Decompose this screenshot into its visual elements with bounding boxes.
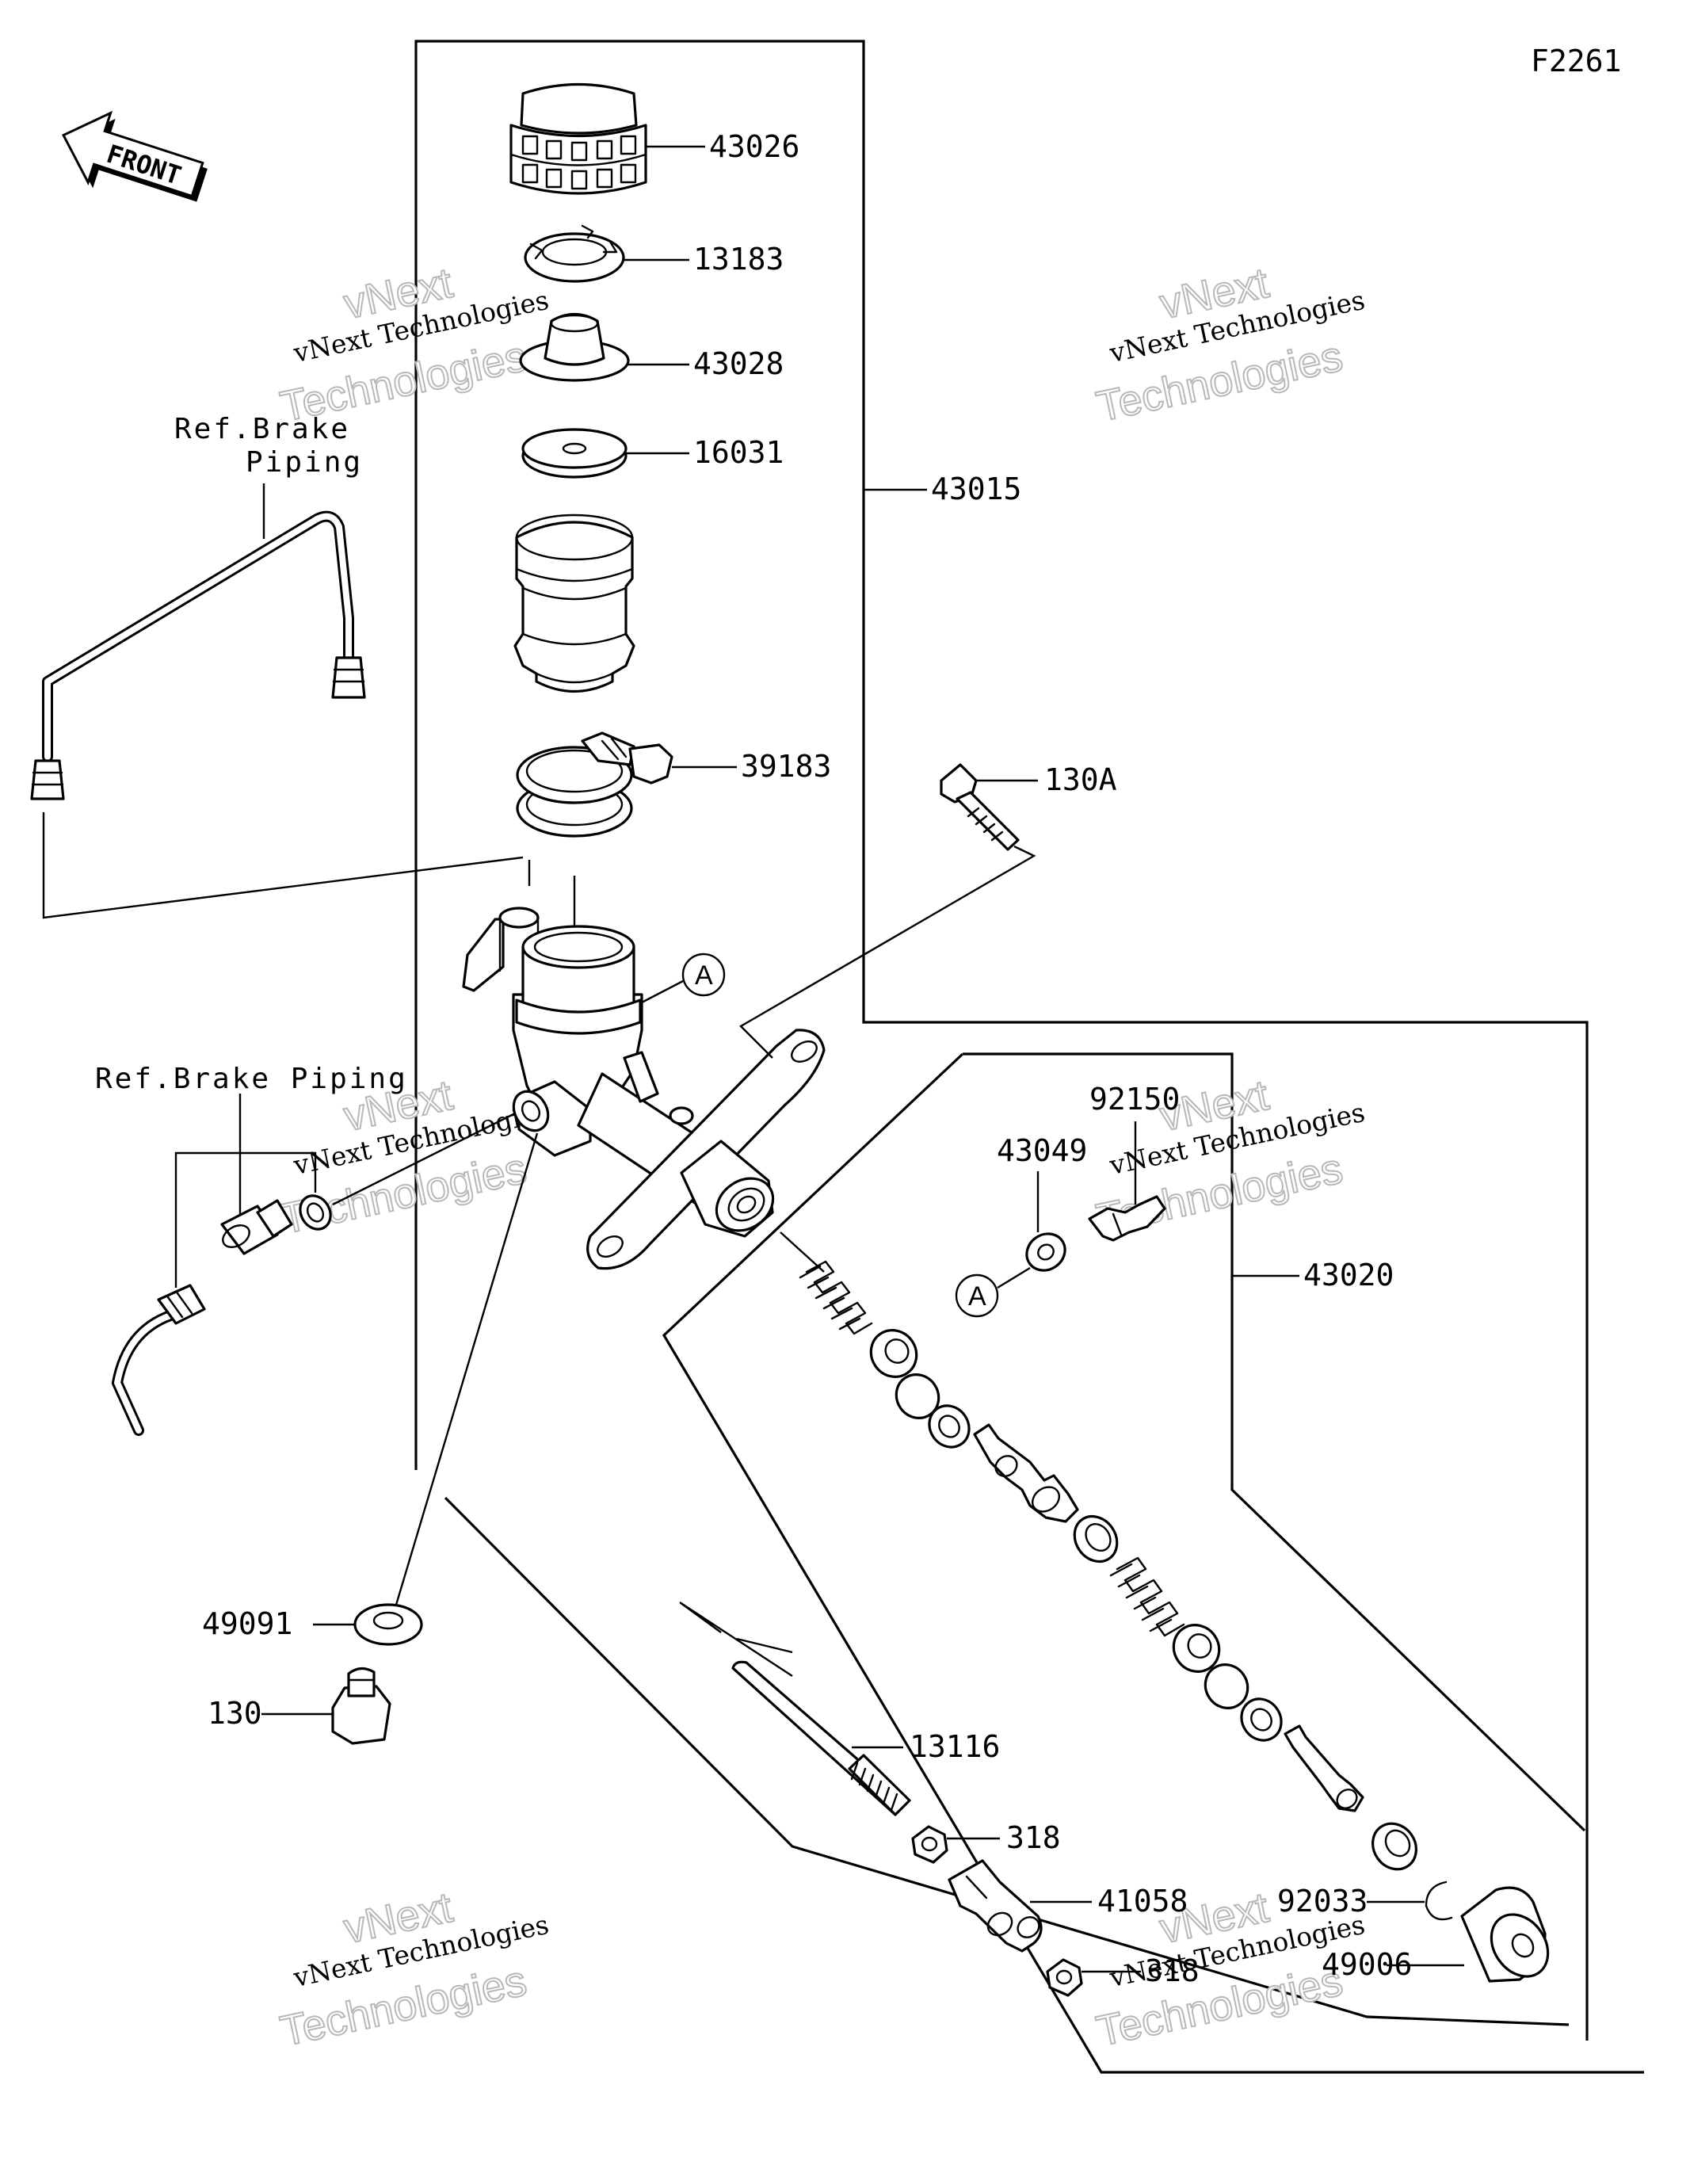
front-arrow-icon: FRONT — [61, 110, 208, 202]
svg-text:A: A — [695, 960, 713, 991]
figure-code: F2261 — [1531, 44, 1621, 78]
secondary-seat — [1172, 1624, 1221, 1673]
part-label-43028: 43028 — [693, 346, 784, 381]
part-label-92033: 92033 — [1277, 1884, 1368, 1919]
part-label-16031: 16031 — [693, 435, 784, 470]
svg-text:A: A — [968, 1281, 986, 1312]
diaphragm-43028 — [519, 313, 630, 382]
hose-clamp-39183 — [516, 731, 673, 838]
part-label-318-upper: 318 — [1006, 1820, 1061, 1855]
secondary-spring — [1109, 1556, 1185, 1637]
washer-43049 — [1025, 1232, 1066, 1272]
ref-note-upper-line2: Piping — [246, 446, 363, 479]
piston-cup-primary — [895, 1373, 940, 1419]
watermark-1: vNext vNext Technologies Technologies — [276, 258, 551, 432]
assembly-frame-43015 — [414, 40, 1589, 2041]
part-label-49006: 49006 — [1322, 1947, 1412, 1982]
spring-seat — [869, 1329, 918, 1378]
part-label-13116: 13116 — [910, 1729, 1000, 1764]
gasket-small — [299, 1194, 332, 1231]
push-rod-pin — [1284, 1724, 1364, 1812]
part-label-130: 130 — [208, 1696, 262, 1731]
master-cylinder-body — [462, 907, 826, 1270]
ref-note-lower: Ref.Brake Piping — [95, 1063, 408, 1095]
secondary-ring — [1240, 1697, 1283, 1742]
part-label-41058: 41058 — [1097, 1884, 1188, 1919]
part-label-130A: 130A — [1044, 762, 1117, 797]
reference-line-49091 — [444, 1496, 1570, 2026]
boot-seal — [1371, 1822, 1417, 1871]
part-label-13183: 13183 — [693, 242, 784, 277]
dust-boot-49006 — [1460, 1886, 1550, 1983]
clevis-41058 — [948, 1859, 1043, 1953]
part-label-43026: 43026 — [709, 129, 799, 164]
part-label-43049: 43049 — [997, 1133, 1087, 1168]
watermark-5: vNext vNext Technologies Technologies — [276, 1883, 551, 2056]
plug-bolt-130 — [331, 1667, 391, 1745]
ref-marker-a-upper: A — [681, 953, 726, 997]
nut-318-lower — [1046, 1958, 1083, 1997]
flange-bolt-130A — [940, 763, 1020, 851]
reservoir-cap-43026 — [509, 82, 647, 195]
watermark-2: vNext vNext Technologies Technologies — [1092, 258, 1368, 432]
part-label-43020: 43020 — [1303, 1258, 1394, 1292]
circlip-92033 — [1425, 1880, 1453, 1921]
subassembly-frame-43020 — [662, 1052, 1644, 2074]
retainer-ring-13183 — [524, 224, 625, 283]
brake-pipe-upper — [30, 510, 366, 800]
nut-318-upper — [911, 1825, 948, 1864]
washer-49091 — [353, 1603, 423, 1646]
part-label-92150: 92150 — [1089, 1082, 1180, 1117]
brake-pipe-lower — [111, 1199, 293, 1436]
ref-marker-a-lower: A — [955, 1273, 999, 1318]
secondary-cup — [1204, 1663, 1249, 1709]
piston-ring — [928, 1404, 971, 1449]
part-label-318-lower: 318 — [1145, 1953, 1200, 1988]
part-label-49091: 49091 — [202, 1606, 292, 1641]
ref-note-upper-line1: Ref.Brake — [174, 413, 350, 445]
plate-16031 — [521, 428, 628, 479]
piston-cup-secondary — [1073, 1514, 1119, 1564]
part-label-43015: 43015 — [931, 472, 1021, 506]
piston-rod — [973, 1423, 1079, 1523]
brake-switch-92150 — [1088, 1195, 1166, 1242]
part-label-39183: 39183 — [741, 749, 831, 784]
push-rod-13116 — [731, 1660, 911, 1816]
return-spring — [799, 1260, 873, 1335]
reservoir-body — [513, 514, 635, 693]
